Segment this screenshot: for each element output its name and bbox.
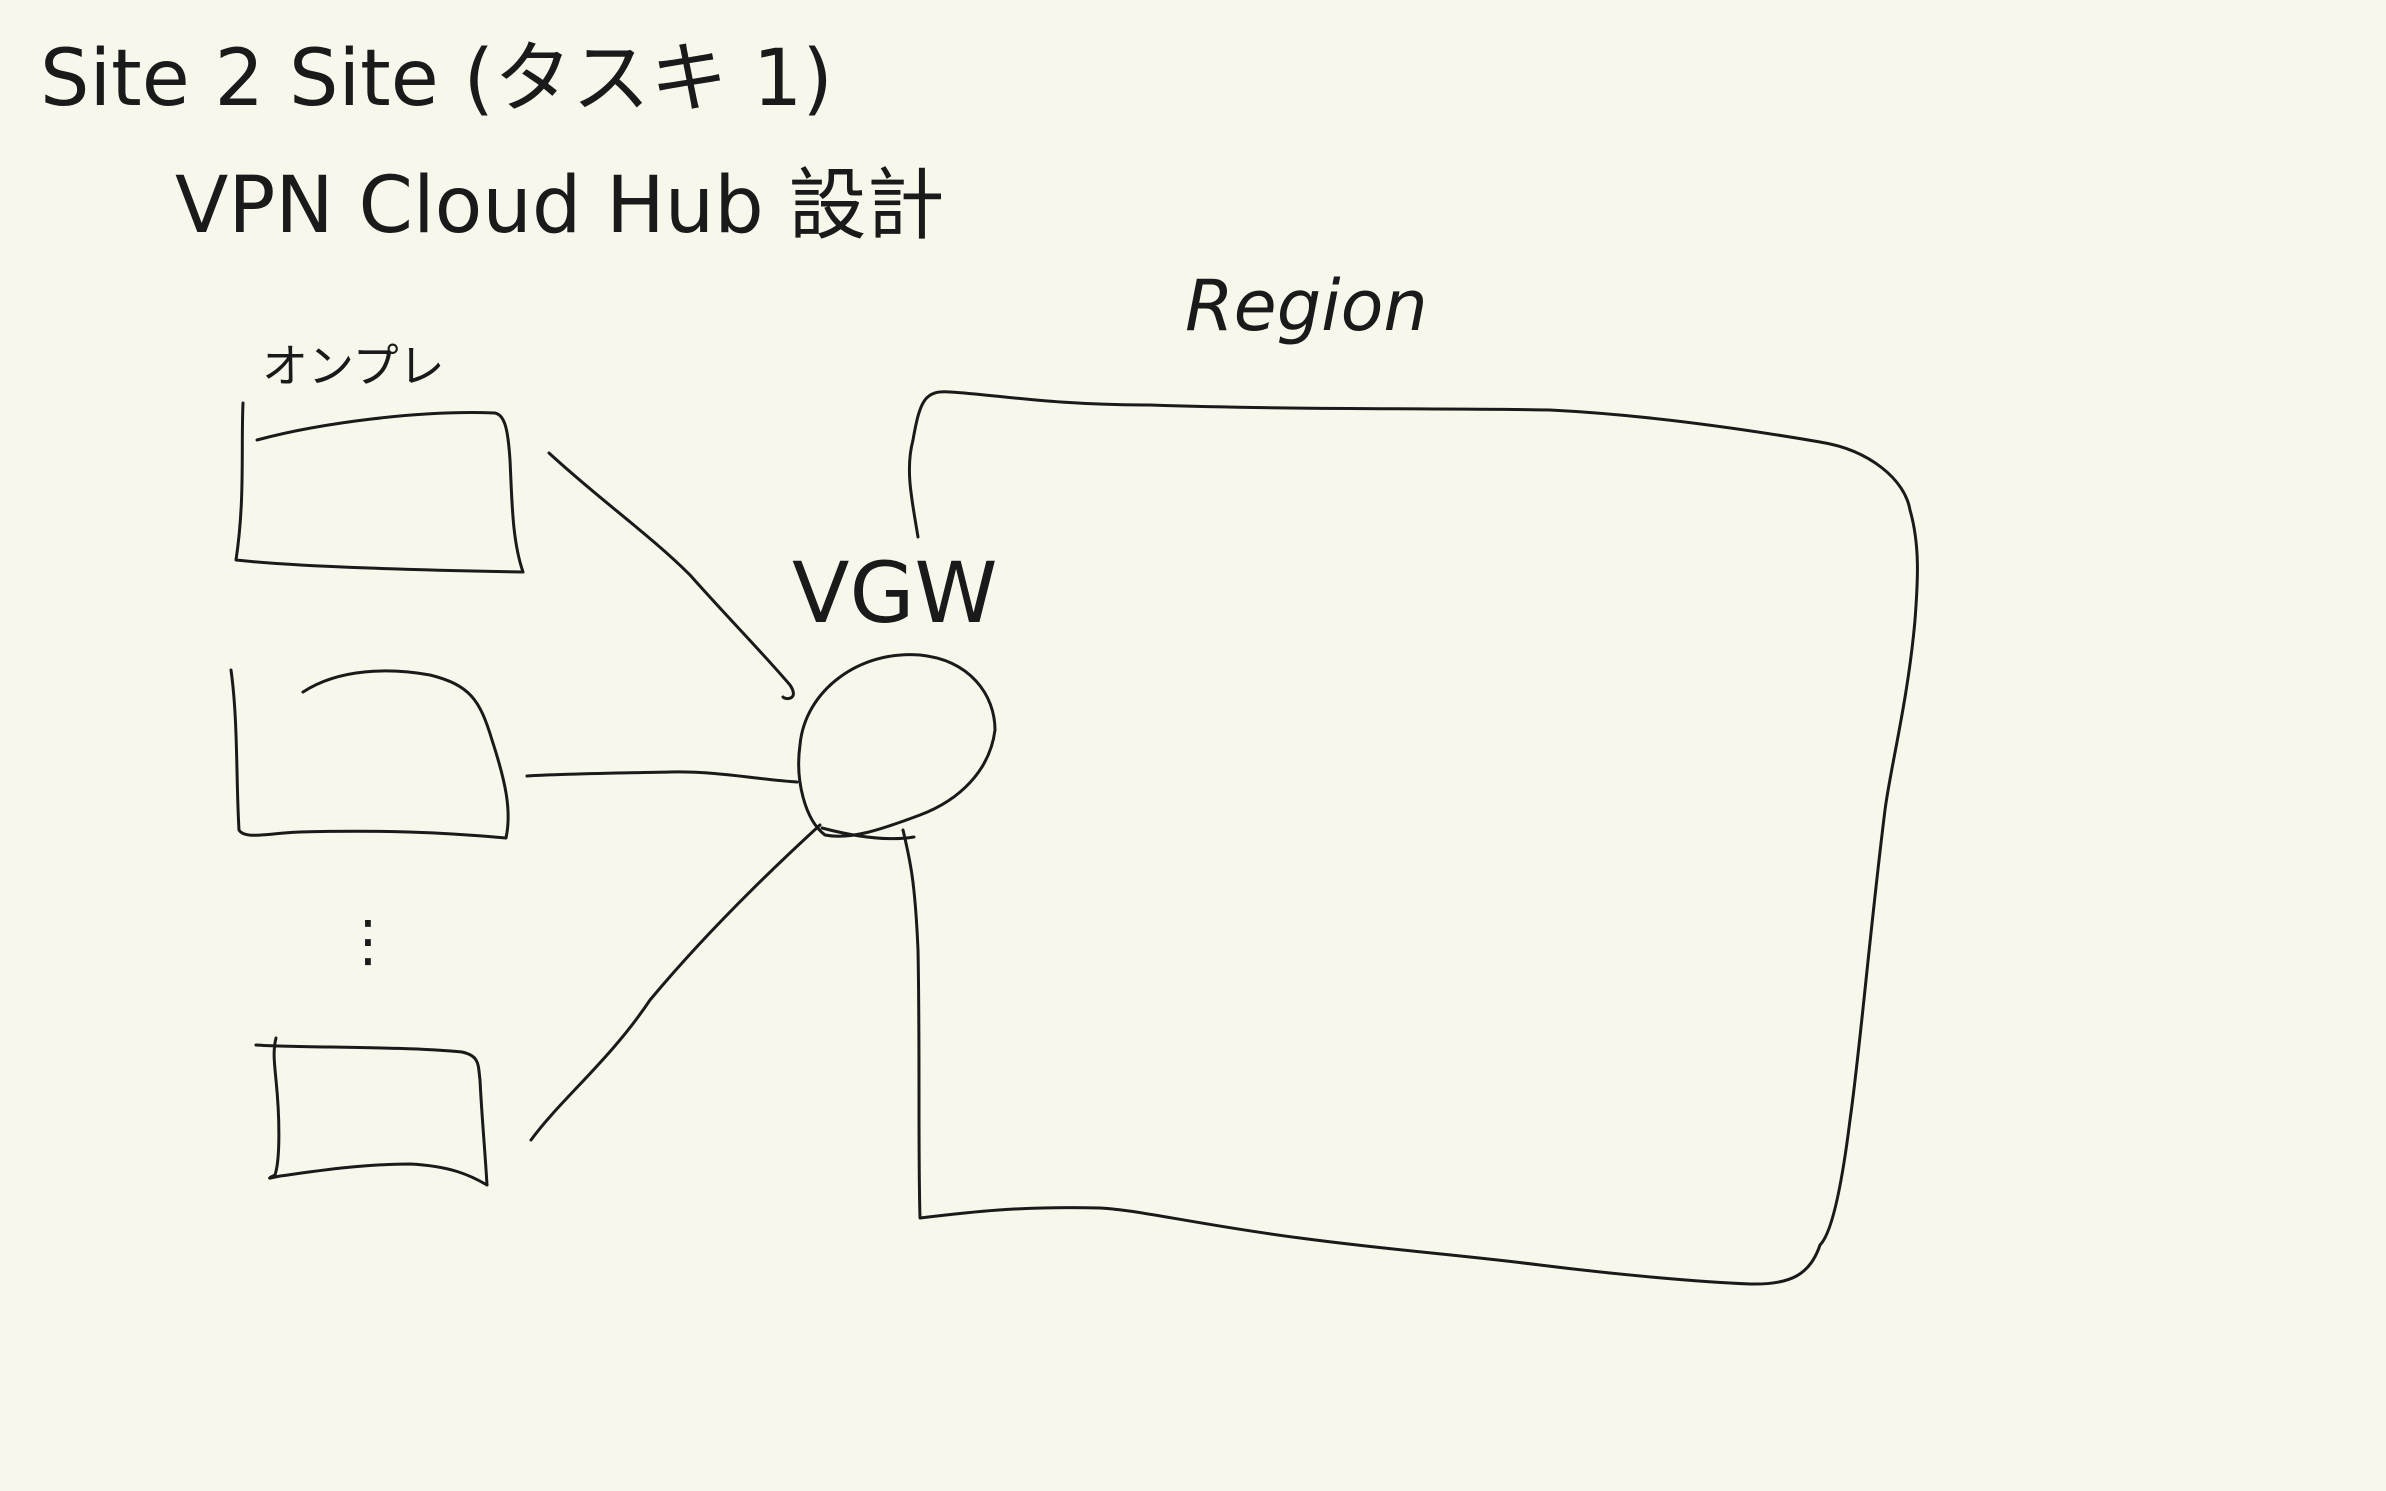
ellipsis-more-sites: ⋮ bbox=[340, 909, 396, 974]
title-line-2: VPN Cloud Hub 設計 bbox=[175, 161, 945, 251]
vgw-label: VGW bbox=[792, 544, 998, 642]
onprem-site-box-1 bbox=[234, 401, 525, 574]
onprem-site-box-2 bbox=[229, 668, 510, 840]
region-label: Region bbox=[1185, 265, 1428, 347]
onprem-site-box-3 bbox=[254, 1036, 489, 1187]
vgw-circle-tail bbox=[820, 826, 916, 841]
vgw-circle bbox=[797, 653, 997, 838]
connector-site-2-to-vgw bbox=[525, 770, 799, 784]
region-boundary bbox=[901, 390, 1919, 1286]
onprem-label: オンプレ bbox=[262, 339, 445, 393]
connector-site-1-to-vgw bbox=[547, 451, 795, 700]
connector-site-3-to-vgw bbox=[529, 823, 822, 1142]
title-line-1: Site 2 Site (タスキ 1) bbox=[40, 34, 833, 124]
